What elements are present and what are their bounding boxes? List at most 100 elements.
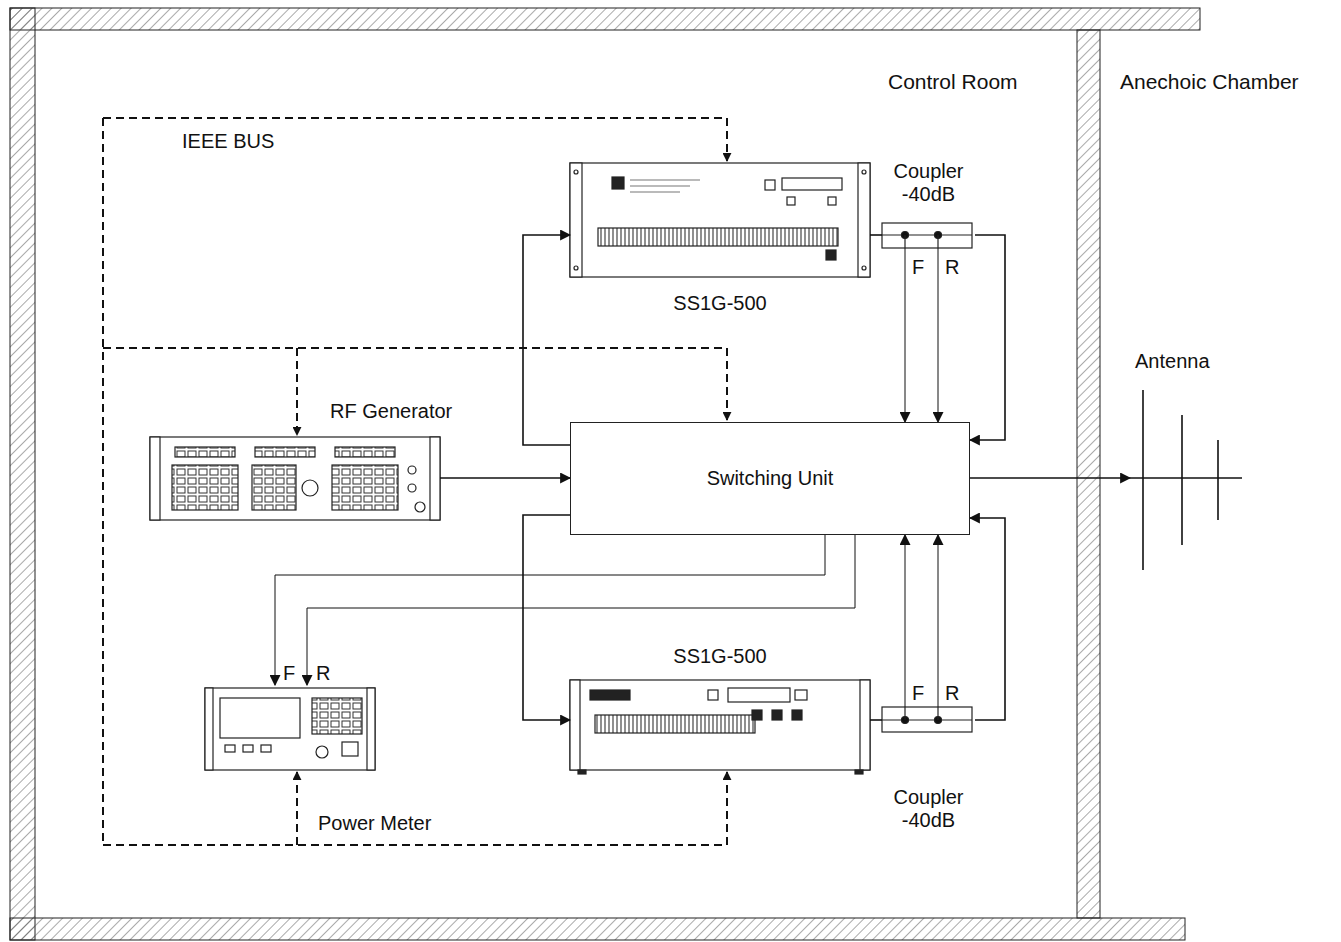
- screen: [220, 698, 300, 738]
- button: [261, 745, 271, 752]
- rack-ear: [570, 163, 582, 277]
- antenna-element: [1217, 440, 1219, 520]
- amplifier-case: [570, 680, 870, 770]
- connector: [828, 197, 836, 205]
- coupler-line: [882, 234, 972, 235]
- button: [772, 710, 782, 720]
- handle: [367, 688, 375, 770]
- node-label: Anechoic Chamber: [1120, 70, 1299, 93]
- node-label: Switching Unit: [571, 467, 969, 490]
- logo: [590, 690, 630, 700]
- coupler-body: [882, 223, 972, 248]
- bus-line: [296, 348, 298, 435]
- connector: [342, 742, 358, 756]
- bus-label: IEEE BUS: [182, 130, 274, 153]
- antenna-element: [1181, 415, 1183, 545]
- wall: [10, 8, 1200, 940]
- coupler-line: [937, 235, 938, 248]
- rf-cable: [970, 477, 1130, 479]
- coupler-box: Coupler -40dB: [882, 707, 975, 832]
- node-label: RF Generator: [330, 400, 452, 423]
- bus-line: [296, 772, 298, 845]
- handle: [205, 688, 213, 770]
- generator-illustration: [150, 437, 440, 520]
- switch: [795, 690, 807, 700]
- button: [225, 745, 235, 752]
- connector: [415, 502, 425, 512]
- rf-cable: [870, 719, 882, 721]
- coupler-box: Coupler -40dB: [882, 158, 975, 248]
- bus-line: [103, 118, 727, 161]
- connector: [408, 484, 416, 492]
- grille: [595, 715, 755, 733]
- antenna-element: [1142, 390, 1144, 570]
- switch: [708, 690, 718, 700]
- switch: [765, 180, 775, 190]
- port-label: F: [912, 256, 924, 279]
- power-meter-illustration: [205, 688, 375, 770]
- rf-cable: [970, 518, 1005, 720]
- rf-cable: [523, 235, 570, 445]
- wall: [1077, 30, 1100, 918]
- display: [782, 178, 842, 190]
- coupler-line: [904, 707, 905, 720]
- wall: [10, 8, 1200, 30]
- port-label: R: [316, 662, 330, 685]
- button: [243, 745, 253, 752]
- rack-hole: [574, 266, 578, 270]
- rf-cable: [970, 235, 1005, 440]
- node-label: Power Meter: [318, 812, 431, 835]
- wall: [10, 8, 35, 940]
- port-label: R: [945, 256, 959, 279]
- panel-print: [630, 191, 680, 192]
- sense-line: [307, 535, 855, 685]
- node-label: Coupler -40dB: [882, 786, 975, 832]
- port-label: F: [912, 682, 924, 705]
- button: [826, 250, 836, 260]
- node-label: Antenna: [1135, 350, 1210, 373]
- generator-case: [150, 437, 440, 520]
- display: [335, 447, 395, 457]
- amplifier-box: SS1G-500: [570, 160, 870, 315]
- panel-print: [630, 179, 700, 180]
- rack-ear: [860, 680, 870, 770]
- foot: [855, 770, 863, 774]
- bus-line: [102, 118, 104, 845]
- sense-line: [905, 535, 906, 707]
- node-label: SS1G-500: [570, 645, 870, 668]
- amplifier-box: SS1G-500: [570, 643, 870, 770]
- logo: [612, 177, 624, 189]
- knob: [302, 480, 318, 496]
- button: [792, 710, 802, 720]
- amplifier-case: [570, 163, 870, 277]
- connector: [408, 466, 416, 474]
- rf-cable: [523, 515, 570, 720]
- power-meter-box: Power Meter: [205, 685, 460, 840]
- rf-cable: [492, 477, 570, 479]
- node-label: Control Room: [888, 70, 1018, 93]
- coupler-body: [882, 707, 972, 732]
- antenna-box: Antenna: [1130, 348, 1235, 572]
- meter-case: [205, 688, 375, 770]
- button: [752, 710, 762, 720]
- amplifier-illustration: [570, 163, 870, 277]
- foot: [578, 770, 586, 774]
- switching-unit-box: Switching Unit: [570, 422, 970, 535]
- sense-line: [938, 535, 939, 707]
- node-label: Coupler -40dB: [882, 160, 975, 206]
- amplifier-illustration: [570, 680, 870, 774]
- wall: [10, 918, 1185, 940]
- keypad: [332, 465, 398, 510]
- rf-cable: [870, 234, 882, 236]
- coupler-line: [937, 707, 938, 720]
- generator-box: RF Generator: [150, 398, 492, 522]
- rack-ear: [858, 163, 870, 277]
- display: [728, 688, 790, 702]
- sense-line: [938, 248, 939, 422]
- sense-line: [905, 248, 906, 422]
- anechoic-chamber-region: Anechoic ChamberAntenna: [1100, 30, 1341, 918]
- keypad: [312, 698, 362, 734]
- node-label: SS1G-500: [570, 292, 870, 315]
- display: [175, 447, 235, 457]
- coupler-line: [882, 719, 972, 720]
